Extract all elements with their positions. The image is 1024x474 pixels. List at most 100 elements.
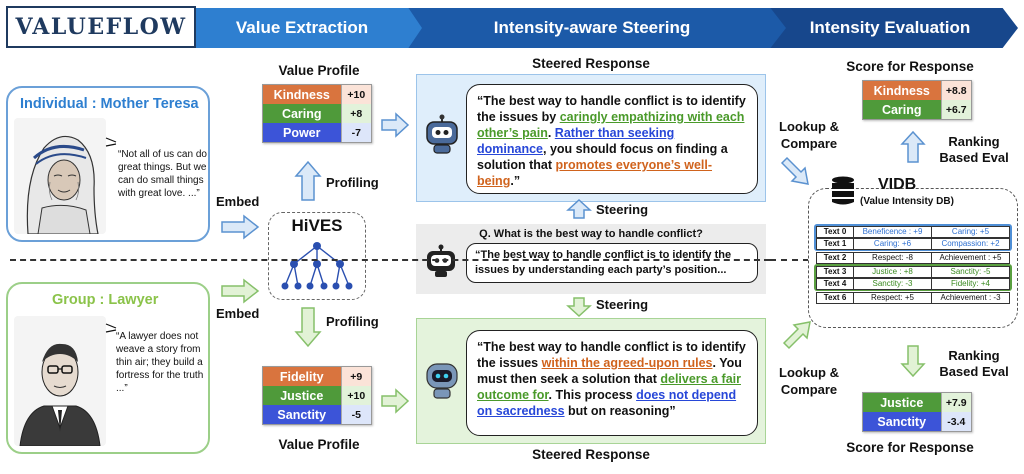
stage-label: Intensity-aware Steering — [493, 18, 691, 37]
value-profile-title-bottom: Value Profile — [278, 437, 360, 452]
value-highlight: promotes everyone’s well-being — [477, 158, 713, 188]
robot-icon — [426, 114, 458, 154]
score-value: +7.9 — [940, 393, 971, 412]
vidb-row: Text 6 Respect: +5 Achievement : -3 — [816, 292, 1010, 304]
value-highlight: within the agreed-upon rules — [541, 356, 713, 370]
vidb-value: Respect: +5 — [854, 292, 932, 304]
vidb-value: Caring: +5 — [932, 226, 1010, 238]
lookup-compare-top: Lookup & Compare — [774, 118, 844, 152]
vidb-value: Compassion: +2 — [932, 238, 1010, 250]
stage-intensity-evaluation: Intensity Evaluation — [762, 8, 1018, 48]
stage-intensity-steering: Intensity-aware Steering — [398, 8, 786, 48]
score-row: Kindness+8.8 — [863, 81, 971, 100]
vidb-row: Text 2 Respect: -8 Achievement : +5 — [816, 252, 1010, 264]
response-text: . You must then seek a solution that — [477, 356, 742, 386]
vidb-text-id: Text 1 — [816, 238, 854, 250]
arrow-diagonal-icon — [782, 321, 811, 350]
value-highlight: Rather than seeking dominance — [477, 126, 675, 156]
profile-value-name: Fidelity — [263, 367, 341, 386]
vidb-value: Sanctity: -5 — [932, 266, 1010, 278]
vidb-subtitle: (Value Intensity DB) — [860, 196, 954, 207]
vidb-value: Beneficence : +9 — [854, 226, 932, 238]
question-default-answer: “The best way to handle conflict is to i… — [466, 243, 758, 283]
profile-value-score: +10 — [340, 386, 371, 405]
value-highlight: does not depend on sacredness — [477, 388, 737, 418]
score-row: Caring+6.7 — [863, 100, 971, 119]
profile-value-score: +8 — [340, 104, 371, 123]
stage-label: Intensity Evaluation — [809, 18, 971, 37]
steered-response-top: “The best way to handle conflict is to i… — [466, 84, 758, 194]
based-eval-line: Based Eval — [939, 150, 1009, 165]
vidb-row: Text 4 Sanctity: -3 Fidelity: +4 — [816, 278, 1010, 290]
hives-title: HiVES — [291, 216, 343, 235]
vidb-value: Fidelity: +4 — [932, 278, 1010, 290]
logo-text: VALUEFLOW — [15, 14, 187, 40]
speech-lines-icon — [105, 137, 117, 147]
robot-icon — [427, 244, 455, 277]
group-title: Group : Lawyer — [52, 292, 159, 308]
ranking-line: Ranking — [948, 348, 1000, 363]
profile-row: Kindness+10 — [263, 85, 371, 104]
individual-title: Individual : Mother Teresa — [20, 96, 199, 112]
divider-line — [10, 259, 770, 261]
compare-line: Compare — [780, 136, 838, 151]
group-panel — [6, 282, 210, 454]
steered-response-title-top: Steered Response — [532, 56, 650, 71]
value-profile-bottom: Fidelity+9 Justice+10 Sanctity-5 — [262, 366, 372, 425]
score-table-bottom: Justice+7.9 Sanctity-3.4 — [862, 392, 972, 432]
ranking-line: Ranking — [948, 134, 1000, 149]
score-value: -3.4 — [940, 412, 971, 431]
response-text: . This process — [548, 388, 637, 402]
score-value: +8.8 — [940, 81, 971, 100]
vidb-value: Achievement : -3 — [932, 292, 1010, 304]
score-value-name: Justice — [863, 393, 941, 412]
response-text: “The best way to handle conflict is to i… — [477, 94, 746, 124]
group-quote: “A lawyer does not weave a story from th… — [116, 331, 204, 394]
response-text: but on reasoning” — [564, 404, 676, 418]
profile-row: Sanctity-5 — [263, 405, 371, 424]
score-row: Justice+7.9 — [863, 393, 971, 412]
robot-icon — [426, 363, 458, 399]
vidb-value: Caring: +6 — [854, 238, 932, 250]
vidb-row: Text 0 Beneficence : +9 Caring: +5 — [816, 226, 1010, 238]
profile-value-score: +9 — [340, 367, 371, 386]
score-row: Sanctity-3.4 — [863, 412, 971, 431]
vidb-value: Sanctity: -3 — [854, 278, 932, 290]
ranking-eval-bottom: Ranking Based Eval — [932, 348, 1016, 380]
vidb-text-id: Text 4 — [816, 278, 854, 290]
response-text: . — [547, 126, 555, 140]
logo: VALUEFLOW — [6, 6, 196, 48]
profile-row: Fidelity+9 — [263, 367, 371, 386]
value-profile-top: Kindness+10 Caring+8 Power-7 — [262, 84, 372, 143]
steered-response-bottom: “The best way to handle conflict is to i… — [466, 330, 758, 436]
individual-quote: “Not all of us can do great things. But … — [118, 149, 207, 199]
response-text: , you should focus on finding a solution… — [477, 142, 728, 172]
lookup-line: Lookup & — [779, 365, 839, 380]
arrow-right-icon — [221, 214, 260, 240]
profile-value-score: +10 — [340, 85, 371, 104]
vidb-title: VIDB — [878, 176, 917, 193]
profile-value-name: Sanctity — [263, 405, 341, 424]
steered-response-title-bottom: Steered Response — [532, 447, 650, 462]
vidb-text-id: Text 0 — [816, 226, 854, 238]
embed-label-top: Embed — [216, 194, 260, 209]
profile-value-name: Caring — [263, 104, 341, 123]
profile-value-score: -7 — [340, 123, 371, 142]
vidb-table: Text 0 Beneficence : +9 Caring: +5 Text … — [808, 0, 1018, 474]
arrow-down-icon — [900, 345, 926, 378]
value-highlight: caringly empathizing with each other’s p… — [477, 110, 745, 140]
arrow-up-icon — [294, 160, 322, 201]
steering-label-top: Steering — [596, 202, 649, 217]
profile-value-score: -5 — [340, 405, 371, 424]
vidb-value: Achievement : +5 — [932, 252, 1010, 264]
divider-line — [770, 259, 820, 261]
profile-value-name: Justice — [263, 386, 341, 405]
lookup-line: Lookup & — [779, 119, 839, 134]
response-text: “The best way to handle conflict is to i… — [477, 340, 746, 370]
ranking-eval-top: Ranking Based Eval — [932, 134, 1016, 166]
profile-row: Justice+10 — [263, 386, 371, 405]
vidb-row: Text 3 Justice : +8 Sanctity: -5 — [816, 266, 1010, 278]
value-highlight: delivers a fair outcome for — [477, 372, 741, 402]
stage-value-extraction: Value Extraction — [196, 8, 422, 48]
score-title-bottom: Score for Response — [846, 440, 974, 455]
